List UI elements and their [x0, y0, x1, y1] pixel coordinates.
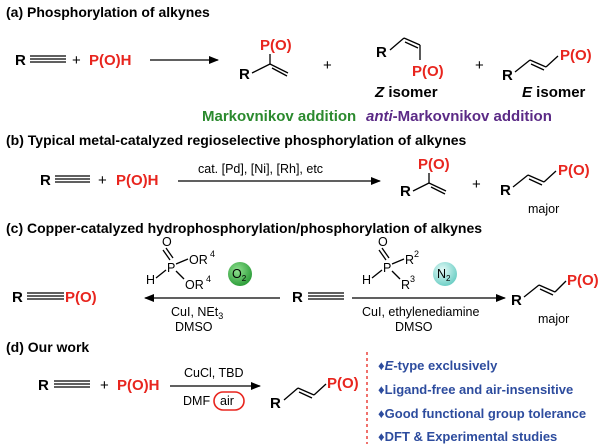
- svg-text:P(O): P(O): [558, 162, 590, 179]
- svg-text:3: 3: [410, 274, 415, 284]
- conditions-c-right-2: DMSO: [395, 320, 433, 334]
- svg-text:4: 4: [206, 274, 211, 284]
- conditions-c-right-1: CuI, ethylenediamine: [362, 305, 479, 319]
- svg-text:air: air: [220, 394, 234, 408]
- svg-text:R: R: [376, 44, 387, 61]
- z-isomer-label: Z isomer: [374, 84, 438, 101]
- conditions-d-1: CuCl, TBD: [184, 366, 244, 380]
- air-badge: air: [213, 391, 245, 411]
- z-isomer-product: R P(O): [376, 37, 444, 80]
- svg-text:O: O: [378, 235, 388, 249]
- alkyne-a: R: [15, 52, 66, 69]
- svg-text:R: R: [12, 289, 23, 306]
- svg-text:N2: N2: [437, 267, 451, 283]
- reagent-d: P(O)H: [117, 377, 160, 394]
- svg-text:P: P: [383, 261, 391, 275]
- alkynylphosphine-product: R P(O): [12, 289, 97, 306]
- e-isomer-product: R P(O): [502, 47, 592, 84]
- svg-text:P(O): P(O): [65, 289, 97, 306]
- plus-b: +: [98, 172, 107, 189]
- svg-text:2: 2: [414, 249, 419, 259]
- svg-text:O: O: [162, 235, 172, 249]
- svg-text:P(O): P(O): [560, 47, 592, 64]
- svg-text:R: R: [292, 289, 303, 306]
- e-isomer-label: E isomer: [522, 84, 586, 101]
- heading-a: (a) Phosphorylation of alkynes: [6, 4, 210, 20]
- svg-text:R: R: [239, 66, 250, 83]
- heading-b: (b) Typical metal-catalyzed regioselecti…: [6, 132, 467, 148]
- svg-text:R: R: [270, 395, 281, 412]
- markovnikov-product-a: P(O) R: [239, 37, 292, 83]
- n2-bubble: N2: [433, 262, 457, 286]
- reagent-a: P(O)H: [89, 52, 132, 69]
- feature-list: ♦E-type exclusively ♦Ligand-free and air…: [378, 358, 586, 444]
- svg-text:P(O): P(O): [567, 272, 599, 289]
- svg-text:R: R: [400, 183, 411, 200]
- markovnikov-product-b: P(O) R: [400, 156, 450, 200]
- e-product-c: R P(O): [511, 272, 599, 309]
- phosphine-oxide-reagent: O P R 2 H R 3: [362, 235, 419, 292]
- feature-item-4: ♦DFT & Experimental studies: [378, 429, 557, 444]
- anti-markovnikov-label: anti-Markovnikov addition: [366, 108, 552, 125]
- heading-c: (c) Copper-catalyzed hydrophosphorylatio…: [6, 220, 482, 236]
- conditions-c-left-2: DMSO: [175, 320, 213, 334]
- svg-text:R: R: [500, 182, 511, 199]
- plus-a2: +: [323, 57, 332, 74]
- reagent-b: P(O)H: [116, 172, 159, 189]
- feature-item-1: ♦E-type exclusively: [378, 358, 498, 373]
- alkyne-b: R: [40, 172, 90, 189]
- plus-a3: +: [475, 57, 484, 74]
- svg-text:O2: O2: [232, 267, 247, 283]
- conditions-c-left-1: CuI, NEt3: [171, 305, 223, 321]
- svg-text:R: R: [502, 67, 513, 84]
- phosphite-reagent: O P OR 4 H OR 4: [146, 235, 215, 292]
- svg-text:R: R: [401, 278, 410, 292]
- svg-text:P: P: [167, 261, 175, 275]
- plus-a: +: [72, 52, 81, 69]
- svg-text:R: R: [38, 377, 49, 394]
- feature-item-3: ♦Good functional group tolerance: [378, 406, 586, 421]
- svg-text:H: H: [362, 273, 371, 287]
- svg-text:P(O): P(O): [412, 63, 444, 80]
- conditions-b: cat. [Pd], [Ni], [Rh], etc: [198, 162, 323, 176]
- svg-text:P(O): P(O): [327, 375, 359, 392]
- svg-text:OR: OR: [185, 278, 204, 292]
- alkyne-d: R: [38, 377, 90, 394]
- major-label-b: major: [528, 202, 559, 216]
- svg-text:P(O): P(O): [418, 156, 450, 173]
- svg-text:OR: OR: [189, 253, 208, 267]
- alkyne-c: R: [292, 289, 344, 306]
- heading-d: (d) Our work: [6, 339, 89, 355]
- svg-text:R: R: [15, 52, 26, 69]
- svg-text:R: R: [511, 292, 522, 309]
- e-product-d: R P(O): [270, 375, 359, 412]
- conditions-d-2: DMF: [183, 394, 210, 408]
- svg-text:4: 4: [210, 249, 215, 259]
- major-label-c: major: [538, 312, 569, 326]
- plus-d: +: [100, 377, 109, 394]
- markovnikov-label: Markovnikov addition: [202, 108, 356, 125]
- svg-text:R: R: [40, 172, 51, 189]
- svg-text:R: R: [405, 253, 414, 267]
- feature-item-2: ♦Ligand-free and air-insensitive: [378, 382, 573, 397]
- e-product-b: R P(O): [500, 162, 590, 199]
- svg-text:P(O): P(O): [260, 37, 292, 54]
- svg-text:H: H: [146, 273, 155, 287]
- o2-bubble: O2: [228, 262, 252, 286]
- plus-b2: +: [472, 176, 481, 193]
